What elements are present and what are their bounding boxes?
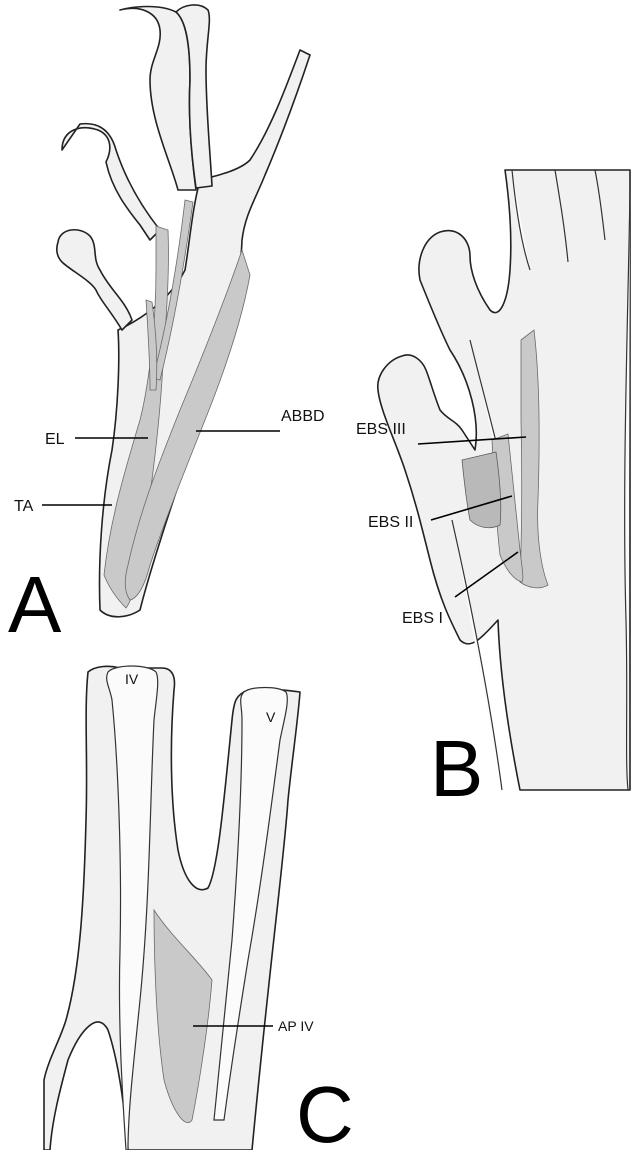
panel-c: IV V AP IV C — [44, 666, 354, 1150]
panel-a-ta-label: TA — [14, 498, 34, 515]
panel-b: EBS III EBS II EBS I B — [356, 170, 630, 813]
panel-c-ap4-label: AP IV — [278, 1018, 314, 1034]
panel-c-letter: C — [296, 1070, 354, 1150]
panel-a-letter: A — [8, 560, 62, 649]
panel-b-ebs3-label: EBS III — [356, 421, 406, 438]
panel-b-ebs2-label: EBS II — [368, 514, 413, 531]
panel-a: EL TA ABBD A — [8, 5, 325, 649]
panel-a-digit-3 — [62, 124, 160, 240]
panel-a-abbd-label: ABBD — [281, 408, 325, 425]
panel-c-digit-5-label: V — [266, 709, 276, 725]
panel-b-ebs1-label: EBS I — [402, 610, 443, 627]
panel-c-digit-4-label: IV — [125, 671, 139, 687]
panel-a-digit-4 — [57, 230, 132, 330]
panel-b-letter: B — [430, 724, 483, 813]
panel-a-el-label: EL — [45, 431, 65, 448]
panel-a-digit-1 — [120, 7, 196, 191]
